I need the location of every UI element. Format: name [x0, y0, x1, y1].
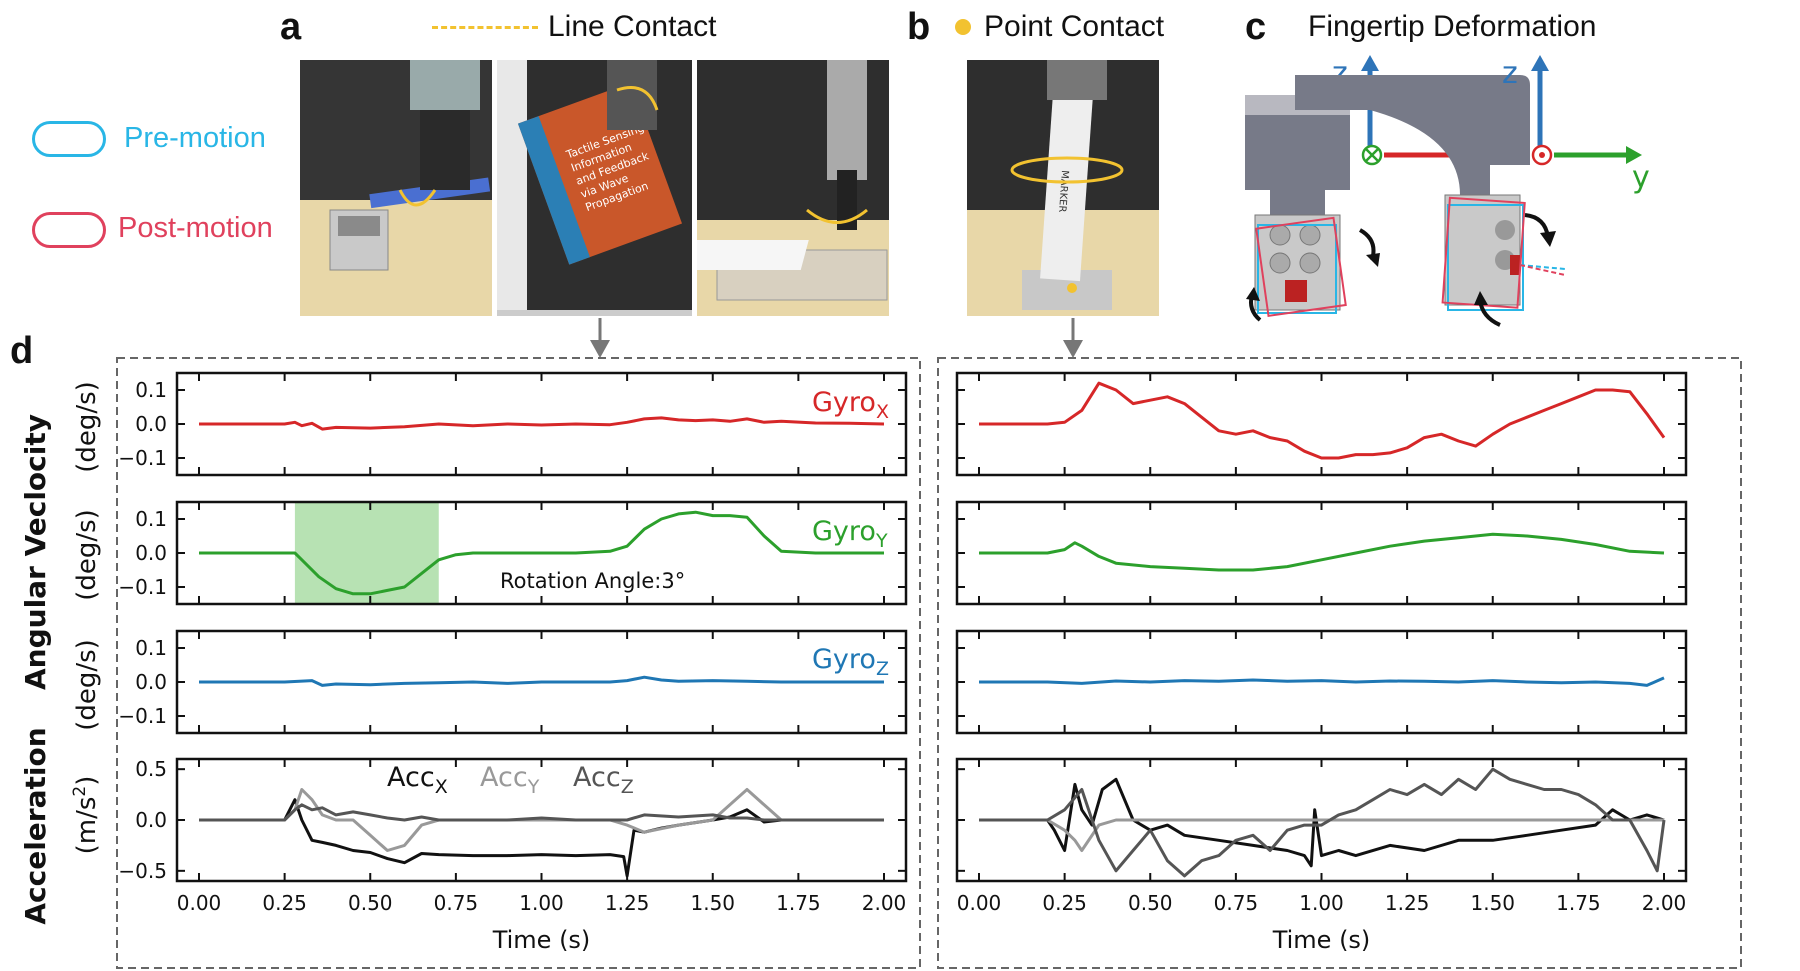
post-motion-legend-icon: [32, 212, 106, 248]
series-acc_y: [979, 818, 1664, 852]
fingertip-side-view: [1295, 75, 1566, 327]
series-gyro_y: [199, 510, 884, 596]
rotation-shade: [294, 502, 439, 604]
series-gyro_z: [199, 675, 884, 687]
photo-line-contact-tablet: [697, 60, 889, 316]
x-tick-label: 0.00: [177, 891, 222, 915]
panel-letter-a: a: [280, 6, 302, 48]
x-tick-label: 1.50: [1470, 891, 1515, 915]
pre-motion-legend-icon: [32, 121, 106, 157]
x-tick-label: 1.75: [776, 891, 821, 915]
down-arrow-right: [1063, 318, 1083, 358]
series-acc_x: [979, 777, 1665, 868]
series-acc_z: [199, 803, 884, 822]
y-tick-label: 0.0: [135, 541, 167, 565]
x-tick-label: 0.75: [1214, 891, 1259, 915]
down-arrow-left: [590, 318, 610, 358]
line-contact-label: Line Contact: [548, 10, 717, 43]
subplot-0-2: 0.1 0.0 −0.1 GyroZ: [118, 629, 908, 735]
acceleration-label: Acceleration: [19, 727, 52, 924]
photo-line-contact-book: Tactile Sensing Information and Feedback…: [497, 60, 692, 316]
series-gyro_x: [979, 381, 1666, 460]
subplot-1-2: [955, 629, 1688, 735]
frame-right: [937, 357, 1742, 969]
axes-frame: [955, 371, 1688, 477]
photo-line-contact-box: [300, 60, 492, 316]
fingertip-diagrams: z x z y: [1245, 55, 1650, 327]
panel-letter-b: b: [907, 6, 931, 48]
series-acc_x: [199, 798, 884, 878]
subplot-0-1: 0.1 0.0 −0.1 GyroY Rotation Angle:3°: [118, 500, 908, 606]
label-acc_x: AccX: [387, 762, 448, 798]
series-gyro_z: [979, 676, 1665, 687]
time-axis-label: Time (s): [1272, 926, 1371, 954]
point-contact-legend-icon: [955, 19, 971, 35]
line-contact-legend-icon: [432, 26, 538, 29]
y-tick-label: 0.0: [135, 808, 167, 832]
y-tick-label: 0.1: [135, 636, 167, 660]
deg-s-label-1: (deg/s): [72, 381, 102, 473]
y-tick-label: 0.0: [135, 670, 167, 694]
deg-s-label-3: (deg/s): [72, 639, 102, 731]
subplot-0-3: 0.5 0.0 −0.5 0.00 0.25 0.50 0.75 1.00 1.25 1.50 1.…: [118, 757, 908, 954]
pre-motion-label: Pre-motion: [124, 122, 266, 154]
x-tick-label: 1.25: [1385, 891, 1430, 915]
x-tick-label: 1.00: [519, 891, 564, 915]
x-tick-label: 1.75: [1556, 891, 1601, 915]
label-acc_z: AccZ: [573, 762, 634, 798]
x-tick-label: 0.75: [434, 891, 479, 915]
series-acc_z: [979, 767, 1666, 878]
z-axis-label-right: z: [1502, 56, 1518, 91]
x-tick-label: 0.25: [1042, 891, 1087, 915]
x-tick-label: 0.25: [262, 891, 307, 915]
x-tick-label: 2.00: [1642, 891, 1687, 915]
y-tick-label: 0.1: [135, 507, 167, 531]
y-tick-label: 0.5: [135, 757, 167, 781]
time-axis-label: Time (s): [492, 926, 591, 954]
x-tick-label: 1.50: [690, 891, 735, 915]
subplot-0-0: 0.1 0.0 −0.1 GyroX: [118, 371, 908, 477]
subplot-1-0: [955, 371, 1688, 477]
series-gyro_y: [979, 532, 1665, 572]
panel-letter-d: d: [10, 330, 34, 372]
subplot-1-3: 0.00 0.25 0.50 0.75 1.00 1.25 1.50 1.75 2.00Time…: [955, 757, 1688, 954]
frame-left: [116, 357, 921, 969]
label-acc_y: AccY: [480, 762, 540, 798]
series-gyro_x: [199, 416, 885, 431]
y-axis-label: y: [1632, 160, 1650, 195]
label-gyro_z: GyroZ: [812, 644, 889, 680]
angular-velocity-label: Angular Veclocity: [19, 414, 52, 690]
post-motion-label: Post-motion: [118, 212, 273, 244]
y-tick-label: 0.0: [135, 412, 167, 436]
x-tick-label: 0.50: [348, 891, 393, 915]
x-tick-label: 2.00: [862, 891, 907, 915]
panel-letter-c: c: [1245, 6, 1267, 48]
y-tick-label: −0.5: [118, 859, 167, 883]
point-contact-label: Point Contact: [984, 10, 1165, 43]
x-tick-label: 0.00: [957, 891, 1002, 915]
deg-s-label-2: (deg/s): [72, 509, 102, 601]
photo-box-scene: [300, 60, 492, 316]
rotation-angle-annotation: Rotation Angle:3°: [500, 569, 685, 593]
x-tick-label: 1.00: [1299, 891, 1344, 915]
photo-marker-scene: MARKER: [967, 60, 1159, 316]
m-s2-label: (m/s2): [70, 776, 102, 855]
photo-tablet-scene: [697, 60, 889, 316]
x-tick-label: 0.50: [1128, 891, 1173, 915]
photo-point-contact-marker: MARKER: [967, 60, 1159, 316]
y-tick-label: 0.1: [135, 378, 167, 402]
x-tick-label: 1.25: [605, 891, 650, 915]
label-gyro_y: GyroY: [812, 516, 888, 552]
subplot-1-1: [955, 500, 1688, 606]
y-tick-label: −0.1: [118, 575, 167, 599]
photo-book-scene: Tactile Sensing Information and Feedback…: [497, 60, 692, 316]
y-tick-label: −0.1: [118, 446, 167, 470]
axes-frame: [955, 500, 1688, 606]
y-tick-label: −0.1: [118, 704, 167, 728]
label-gyro_x: GyroX: [812, 387, 889, 423]
fingertip-deformation-title: Fingertip Deformation: [1308, 10, 1597, 43]
